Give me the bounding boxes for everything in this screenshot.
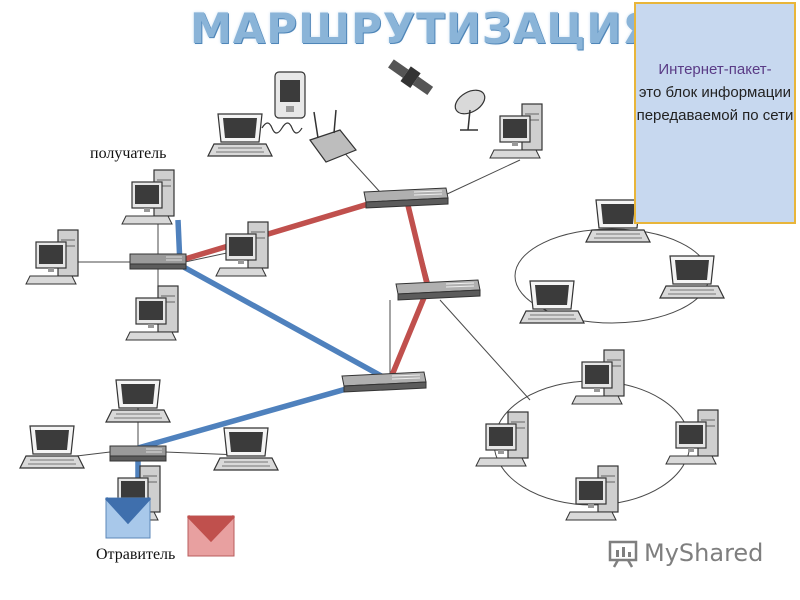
router-icon xyxy=(395,279,481,301)
laptop-icon xyxy=(213,427,279,471)
pda-icon xyxy=(274,71,306,119)
definition-dash: - xyxy=(766,61,772,78)
definition-text: это блок информации передаваемой по сети xyxy=(636,84,794,124)
recipient-label: получатель xyxy=(90,145,167,162)
satellite-icon xyxy=(388,59,434,96)
router-icon xyxy=(363,187,449,209)
pc-icon xyxy=(125,285,179,341)
definition-box: Интернет-пакет- это блок информации пере… xyxy=(634,2,796,224)
pc-icon xyxy=(25,229,79,285)
watermark: MyShared xyxy=(608,538,763,568)
laptop-icon xyxy=(207,113,273,157)
laptop-icon xyxy=(105,379,171,423)
pc-icon xyxy=(571,349,625,405)
presentation-icon xyxy=(608,540,638,568)
pc-icon xyxy=(665,409,719,465)
route-red xyxy=(174,190,431,382)
pc-icon xyxy=(121,169,175,225)
envelope-icon xyxy=(186,514,236,557)
pc-icon xyxy=(475,411,529,467)
laptop-icon xyxy=(659,255,725,299)
router-icon xyxy=(341,371,427,393)
wireless-signal xyxy=(261,122,303,134)
pc-icon xyxy=(489,103,543,159)
sender-label: Отравитель xyxy=(96,546,176,563)
definition-term: Интернет-пакет xyxy=(658,61,767,78)
laptop-icon xyxy=(19,425,85,469)
switch-icon xyxy=(129,253,187,270)
envelope-icon xyxy=(104,496,152,539)
wireless-router-icon xyxy=(309,109,357,163)
watermark-text: MyShared xyxy=(644,539,764,567)
satellite-dish-icon xyxy=(454,89,486,131)
page-title: МАРШРУТИЗАЦИЯ xyxy=(190,4,656,53)
laptop-icon xyxy=(519,280,585,324)
pc-icon xyxy=(565,465,619,521)
switch-icon xyxy=(109,445,167,462)
